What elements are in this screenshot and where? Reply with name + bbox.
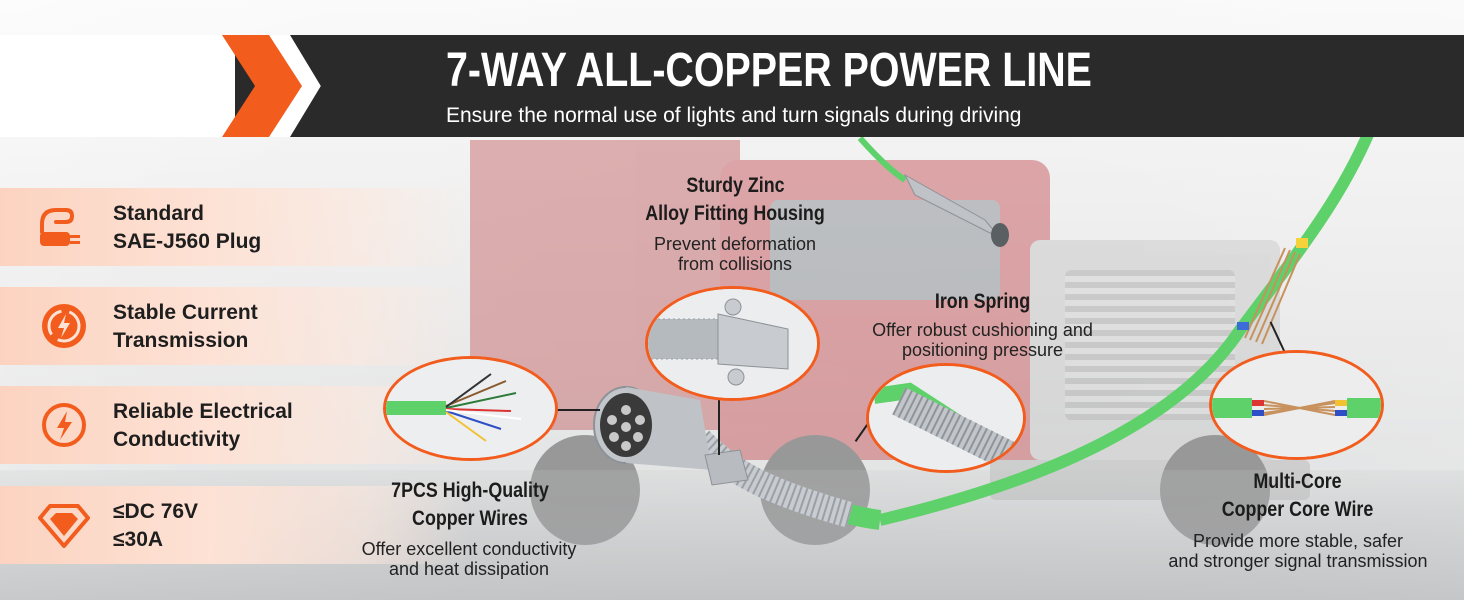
leader-housing xyxy=(718,400,720,455)
housing-desc-1: Prevent deformation xyxy=(653,234,817,254)
wires-title-2: Copper Wires xyxy=(412,507,528,530)
wires-title-1: 7PCS High-Quality xyxy=(391,479,549,502)
feature-conductivity-line1: Reliable Electrical xyxy=(113,400,293,423)
wires-desc-1: Offer excellent conductivity xyxy=(361,539,577,559)
feature-plug: Standard SAE-J560 Plug xyxy=(0,188,470,266)
feature-current-line2: Transmission xyxy=(113,329,249,352)
housing-title-1: Sturdy Zinc xyxy=(686,174,785,197)
page-title: 7-WAY ALL-COPPER POWER LINE xyxy=(446,44,1092,97)
feature-rating-line1: ≤DC 76V xyxy=(113,500,199,523)
feature-rating: ≤DC 76V ≤30A xyxy=(0,486,470,564)
feature-current-line1: Stable Current xyxy=(113,301,258,324)
feature-rating-line2: ≤30A xyxy=(113,528,164,551)
page-subtitle: Ensure the normal use of lights and turn… xyxy=(446,104,1022,127)
feature-plug-line1: Standard xyxy=(113,202,205,225)
plug-icon xyxy=(36,202,92,252)
header-left-panel xyxy=(0,35,235,137)
feature-plug-line2: SAE-J560 Plug xyxy=(113,230,262,253)
callout-spring-image xyxy=(866,363,1026,473)
callout-housing-image xyxy=(645,286,820,401)
header-banner: 7-WAY ALL-COPPER POWER LINE Ensure the n… xyxy=(0,35,1464,137)
housing-desc-2: from collisions xyxy=(677,254,793,274)
feature-conductivity-line2: Conductivity xyxy=(113,428,241,451)
spring-desc-1: Offer robust cushioning and xyxy=(872,320,1093,340)
current-cycle-icon xyxy=(36,301,92,351)
core-title-2: Copper Core Wire xyxy=(1221,498,1374,521)
callout-wires-image xyxy=(383,356,558,461)
housing-title-2: Alloy Fitting Housing xyxy=(645,202,825,225)
callout-core-image xyxy=(1209,350,1384,460)
wires-desc-2: and heat dissipation xyxy=(388,559,550,579)
core-title-1: Multi-Core xyxy=(1253,470,1342,493)
lightning-shield-icon xyxy=(36,400,92,450)
leader-wires xyxy=(555,409,600,411)
spring-desc-2: positioning pressure xyxy=(901,340,1064,360)
core-desc-1: Provide more stable, safer xyxy=(1192,531,1404,551)
diamond-icon xyxy=(36,500,92,550)
core-desc-2: and stronger signal transmission xyxy=(1168,551,1428,571)
feature-current: Stable Current Transmission xyxy=(0,287,470,365)
spring-title: Iron Spring xyxy=(934,290,1031,313)
